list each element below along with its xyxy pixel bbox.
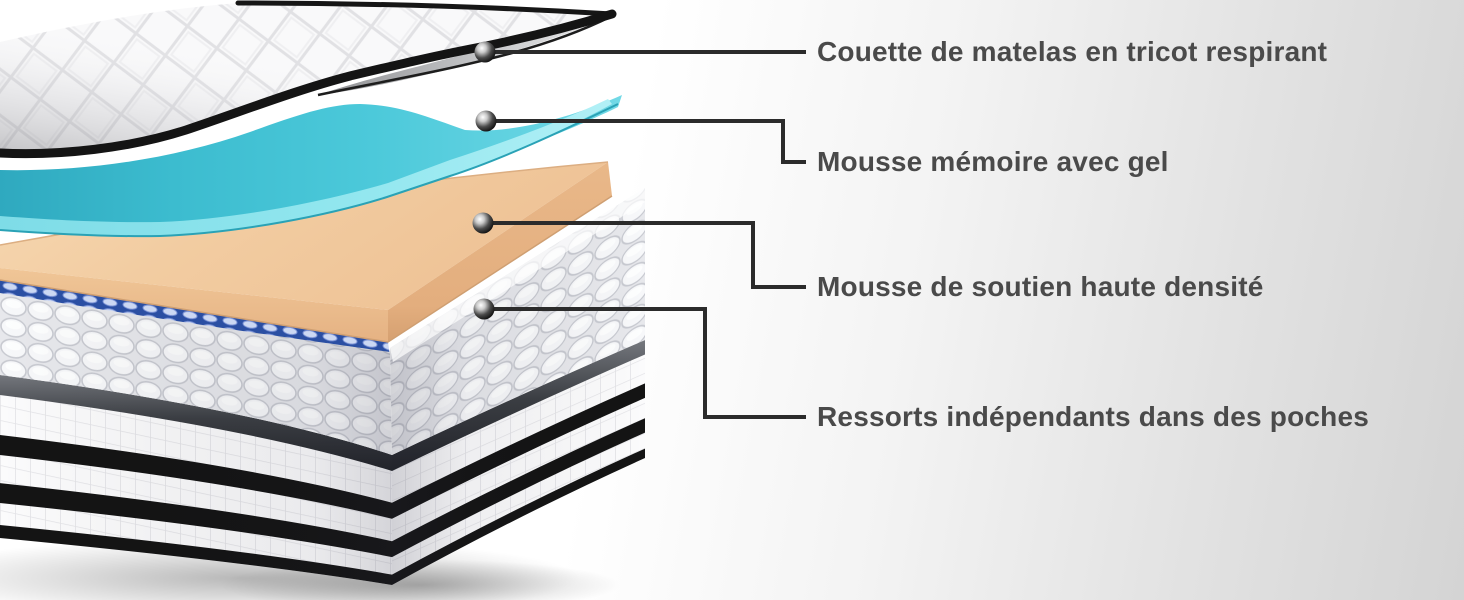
label-quilt-cover: Couette de matelas en tricot respirant <box>817 36 1328 67</box>
leader-line-support-foam <box>492 221 806 289</box>
callout-dot-springs <box>473 298 495 320</box>
leader-line-gel-foam <box>495 119 806 164</box>
base-layer <box>0 340 645 585</box>
leader-line-springs <box>493 307 806 419</box>
callout-dot-quilt <box>474 41 496 63</box>
leader-lines <box>492 50 806 419</box>
callout-dots <box>472 41 497 320</box>
label-gel-foam: Mousse mémoire avec gel <box>817 146 1169 177</box>
gel-foam-layer <box>0 95 622 238</box>
quilt-layer <box>0 0 617 159</box>
callout-dot-gel-foam <box>475 110 497 132</box>
label-support-foam: Mousse de soutien haute densité <box>817 271 1264 302</box>
label-pocket-springs: Ressorts indépendants dans des poches <box>817 401 1369 432</box>
callout-dot-support-foam <box>472 212 494 234</box>
support-foam-layer <box>0 161 613 343</box>
